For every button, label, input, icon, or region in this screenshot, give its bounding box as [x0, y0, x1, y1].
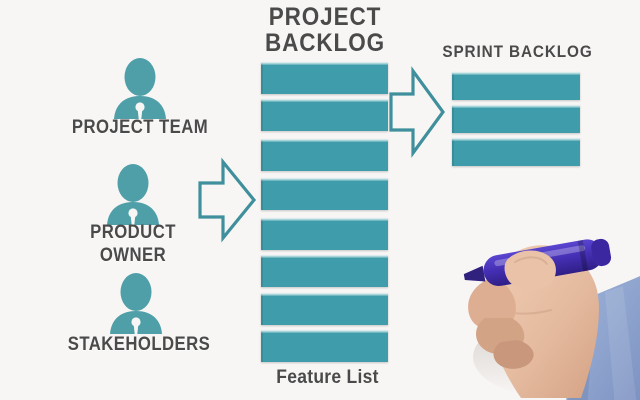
backlog-item[interactable] [261, 293, 388, 325]
project-backlog-heading-line2: BACKLOG [264, 29, 386, 57]
person-silhouette-icon [112, 57, 168, 119]
person-silhouette-icon [105, 163, 161, 225]
backlog-item[interactable] [261, 218, 388, 250]
sprint-item[interactable] [452, 72, 580, 100]
role-label-product-owner-line1: PRODUCT [90, 222, 176, 243]
sprint-item[interactable] [452, 138, 580, 166]
backlog-item[interactable] [261, 62, 388, 94]
backlog-item[interactable] [261, 99, 388, 131]
sprint-item[interactable] [452, 105, 580, 133]
backlog-item[interactable] [261, 255, 388, 287]
backlog-item[interactable] [261, 330, 388, 362]
arrow-project-to-sprint-backlog [388, 66, 446, 158]
role-label-project-team: PROJECT TEAM [71, 117, 209, 138]
sprint-backlog-heading: SPRINT BACKLOG [442, 42, 593, 61]
backlog-item[interactable] [261, 139, 388, 171]
person-silhouette-icon [108, 272, 164, 334]
backlog-item[interactable] [261, 178, 388, 210]
project-backlog-heading-line1: PROJECT [268, 3, 382, 31]
role-label-product-owner-line2: OWNER [99, 245, 167, 266]
feature-list-caption: Feature List [276, 367, 379, 388]
project-backlog-heading: PROJECT BACKLOG [240, 4, 411, 56]
arrow-roles-to-project-backlog [197, 157, 257, 243]
role-label-stakeholders: STAKEHOLDERS [67, 334, 211, 355]
hand-holding-marker [455, 222, 640, 400]
